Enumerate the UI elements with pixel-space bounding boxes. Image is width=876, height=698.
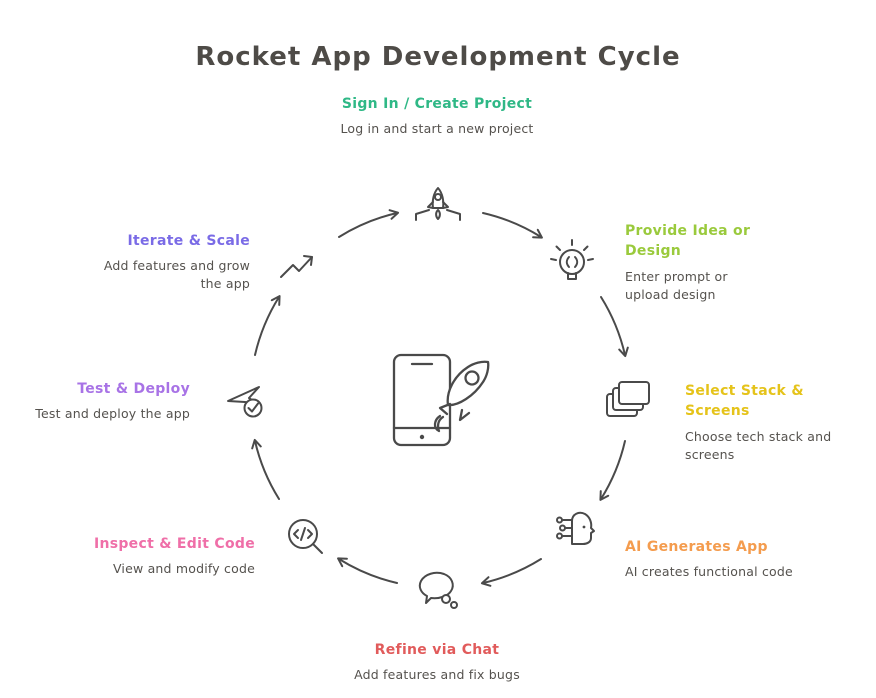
- step-desc: AI creates functional code: [625, 564, 793, 580]
- step-desc: Log in and start a new project: [340, 121, 534, 137]
- trending-up-icon: [280, 255, 313, 278]
- step-label: Refine via Chat: [374, 642, 500, 658]
- step-label: Inspect & Edit Code: [93, 536, 255, 552]
- step-label: Select Stack & Screens: [685, 383, 804, 420]
- step-label: Sign In / Create Project: [341, 96, 533, 112]
- step-desc: Add features and grow the app: [103, 258, 250, 292]
- step-label: Test & Deploy: [77, 381, 190, 397]
- step-desc: Choose tech stack and screens: [685, 428, 832, 462]
- step-inspect-edit-code: Inspect & Edit Code View and modify code: [75, 534, 255, 578]
- step-desc: Add features and fix bugs: [354, 667, 520, 683]
- step-provide-idea-or-design: Provide Idea or Design Enter prompt or u…: [625, 221, 763, 304]
- step-select-stack-screens: Select Stack & Screens Choose tech stack…: [685, 381, 871, 464]
- step-desc: View and modify code: [112, 561, 255, 577]
- page-title: Rocket App Development Cycle: [195, 42, 681, 72]
- step-label: Iterate & Scale: [127, 233, 250, 249]
- step-refine-via-chat: Refine via Chat Add features and fix bug…: [337, 640, 537, 684]
- cycle-arrows: [251, 209, 629, 587]
- chat-bubble-icon: [418, 571, 458, 609]
- step-desc: Enter prompt or upload design: [625, 268, 728, 302]
- step-desc: Test and deploy the app: [35, 406, 190, 422]
- step-label: AI Generates App: [625, 539, 768, 555]
- step-ai-generates-app: AI Generates App AI creates functional c…: [625, 537, 835, 581]
- step-iterate-scale: Iterate & Scale Add features and grow th…: [98, 231, 250, 294]
- step-label: Provide Idea or Design: [625, 223, 751, 260]
- step-test-deploy: Test & Deploy Test and deploy the app: [30, 379, 190, 423]
- rocket-launch-icon: [415, 187, 461, 221]
- screens-stack-icon: [606, 381, 650, 417]
- step-sign-in-create-project: Sign In / Create Project Log in and star…: [337, 94, 537, 138]
- phone-rocket-icon: [392, 353, 490, 447]
- idea-bulb-icon: [550, 239, 594, 280]
- ai-head-icon: [556, 511, 595, 545]
- paper-plane-check-icon: [227, 386, 263, 418]
- code-magnifier-icon: [288, 519, 323, 554]
